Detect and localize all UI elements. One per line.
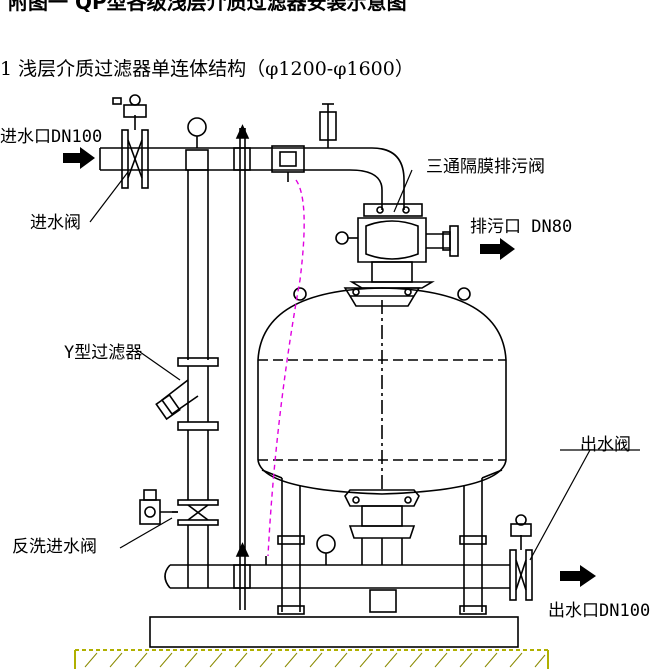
diagram-caption: 1 浅层介质过滤器单连体结构（φ1200-φ1600） xyxy=(0,58,414,80)
inlet-arrow-icon xyxy=(63,147,95,169)
three-way-drain-valve xyxy=(335,203,459,289)
label-inlet-valve: 进水阀 xyxy=(30,213,81,233)
outlet-pipe xyxy=(164,538,510,589)
ground-base xyxy=(74,616,549,669)
flow-arrows xyxy=(63,147,596,587)
leader-three-way xyxy=(393,169,413,213)
page-heading: 附图一 QP型各级浅层介质过滤器安装示意图 xyxy=(8,0,407,14)
leader-outlet-valve xyxy=(529,449,591,561)
pressure-gauge-top xyxy=(185,117,209,171)
label-y-filter: Y型过滤器 xyxy=(64,343,143,363)
leader-y-filter xyxy=(139,351,181,381)
pressure-gauge-bottom xyxy=(316,534,336,565)
rod-bottom-arrow xyxy=(233,542,267,589)
inlet-header-pipe xyxy=(99,147,405,210)
label-inlet: 进水口DN100 xyxy=(0,127,103,147)
filter-tank xyxy=(257,287,507,539)
label-three-way-valve: 三通隔膜排污阀 xyxy=(426,157,545,177)
leader-inlet-valve xyxy=(89,171,129,223)
inlet-valve xyxy=(112,94,149,189)
label-backwash-valve: 反洗进水阀 xyxy=(12,537,97,557)
magenta-dashed-pipe xyxy=(267,179,305,557)
vertical-rod-top xyxy=(233,124,251,610)
drain-arrow-icon xyxy=(480,238,515,260)
tank-legs xyxy=(261,469,503,615)
label-drain: 排污口 DN80 xyxy=(470,217,573,237)
backwash-valve xyxy=(139,489,219,526)
outlet-arrow-icon xyxy=(560,565,596,587)
y-filter xyxy=(155,357,219,431)
air-vent-valve xyxy=(319,103,337,148)
label-outlet-valve: 出水阀 xyxy=(580,435,631,455)
header-check-valve xyxy=(271,145,305,182)
label-outlet: 出水口DN100 xyxy=(548,601,651,621)
outlet-valve xyxy=(509,514,533,601)
leader-backwash xyxy=(119,517,173,549)
left-down-pipe xyxy=(187,170,209,565)
